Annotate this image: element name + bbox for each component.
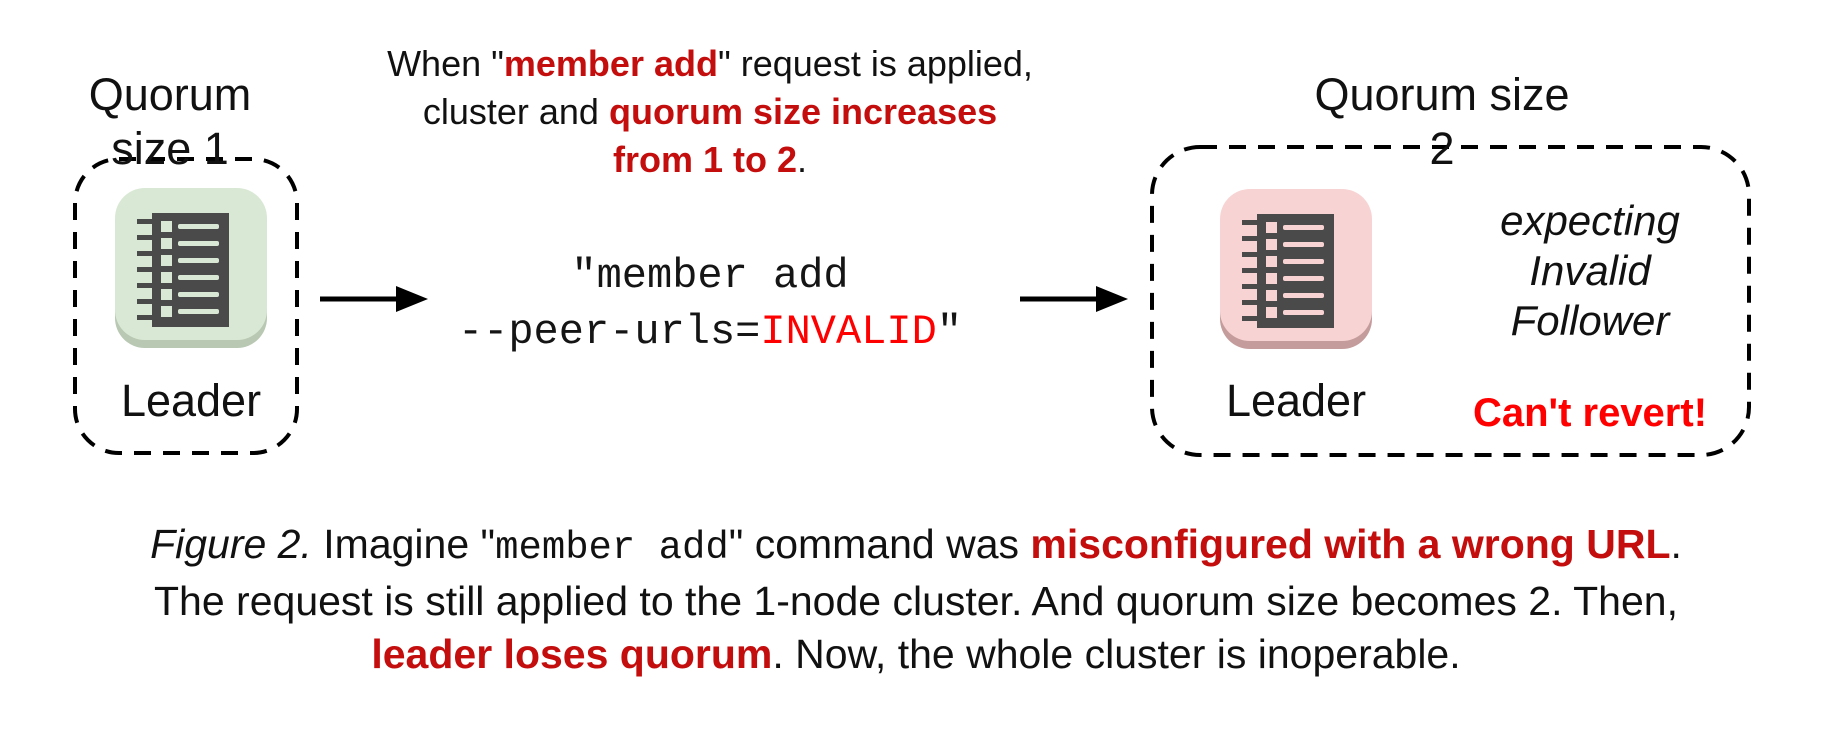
figure-caption: Figure 2. Imagine "member add" command w… [0, 518, 1832, 681]
note-line-1: When "member add" request is applied, [380, 40, 1040, 88]
member-add-command: "member add --peer-urls=INVALID" [410, 248, 1010, 360]
caption-line-2: The request is still applied to the 1-no… [154, 578, 1678, 624]
note-text: When " [387, 43, 504, 84]
caption-em-leader-loses-quorum: leader loses quorum [371, 631, 773, 677]
cant-revert-warning: Can't revert! [1472, 391, 1708, 435]
caption-text: . [1670, 521, 1682, 567]
expecting-line-1: expecting [1500, 197, 1680, 244]
left-quorum-heading: Quorum size 1 [88, 69, 252, 174]
caption-line-1: Figure 2. Imagine "member add" command w… [0, 518, 1832, 575]
command-text: --peer-urls= [457, 308, 761, 356]
note-text: " request is applied, [717, 43, 1033, 84]
etcd-server-icon [1242, 214, 1334, 328]
caption-line-3: leader loses quorum. Now, the whole clus… [0, 628, 1832, 681]
command-invalid-url: INVALID [760, 308, 937, 356]
note-text: cluster and [422, 91, 609, 132]
note-text: . [797, 139, 808, 180]
note-em-member-add: member add [503, 43, 718, 84]
caption-em-misconfigured: misconfigured with a wrong URL [1030, 521, 1671, 567]
member-add-note: When "member add" request is applied, cl… [380, 40, 1040, 184]
expecting-follower-note: expecting Invalid Follower [1440, 196, 1740, 346]
quorum-box-right [1150, 145, 1751, 457]
command-line-2: --peer-urls=INVALID" [410, 304, 1010, 360]
caption-text: Imagine " [311, 521, 496, 567]
note-line-2: cluster and quorum size increases [380, 88, 1040, 136]
etcd-server-icon [137, 213, 229, 327]
caption-text: " command was [728, 521, 1031, 567]
caption-code-member-add: member add [495, 526, 729, 570]
note-em-quorum-increase: quorum size increases [608, 91, 998, 132]
caption-text: . Now, the whole cluster is inoperable. [772, 631, 1461, 677]
leader-node-tile-green [115, 188, 267, 340]
right-quorum-heading: Quorum size 2 [1314, 69, 1570, 174]
leader-node-tile-pink [1220, 189, 1372, 341]
expecting-line-2: Invalid [1529, 247, 1651, 294]
expecting-line-3: Follower [1510, 297, 1670, 344]
command-text: " [936, 308, 963, 356]
note-em-from-1-to-2: from 1 to 2 [612, 139, 797, 180]
arrow-left-to-command [320, 286, 428, 312]
left-leader-label: Leader [120, 375, 262, 426]
arrow-command-to-right [1020, 286, 1128, 312]
right-leader-label: Leader [1225, 375, 1367, 426]
command-line-1: "member add [571, 252, 849, 300]
figure-label: Figure 2. [150, 521, 312, 567]
quorum-box-left [73, 157, 299, 455]
note-line-3: from 1 to 2. [380, 136, 1040, 184]
